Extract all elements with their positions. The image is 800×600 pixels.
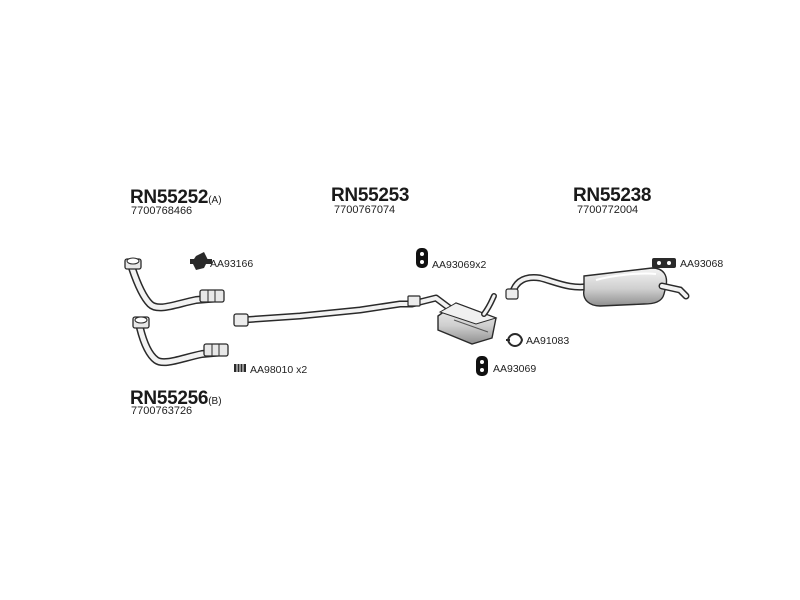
label-aa93069: AA93069 (493, 363, 537, 375)
label-aa98010: AA98010 x2 (250, 364, 308, 376)
clamp-front-icon (234, 364, 246, 372)
variant-label: (A) (208, 195, 222, 206)
middle-section-drawing (233, 293, 498, 345)
gasket-ring-icon (506, 333, 524, 347)
rear-mount-icon (652, 258, 676, 268)
part-number-rn55256: RN55256(B) (130, 389, 222, 408)
label-aa91083: AA91083 (526, 335, 570, 347)
oem-number-7700763726: 7700763726 (131, 405, 193, 417)
rear-silencer-drawing (505, 267, 690, 307)
part-number-text: RN55252 (130, 187, 209, 208)
part-number-text: RN55256 (130, 388, 209, 409)
rubber-hanger-pair-icon (416, 248, 428, 268)
oem-number-7700768466: 7700768466 (131, 205, 193, 217)
variant-label: (B) (208, 396, 222, 407)
oem-number-7700767074: 7700767074 (334, 204, 396, 216)
label-aa93166: AA93166 (210, 258, 254, 270)
front-pipe-a-drawing (124, 257, 225, 312)
part-number-rn55253: RN55253 (331, 185, 410, 206)
rubber-hanger-single-icon (476, 356, 488, 376)
label-aa93069x2: AA93069x2 (432, 259, 487, 271)
front-pipe-b-drawing (132, 316, 229, 367)
part-number-rn55252: RN55252(A) (130, 188, 222, 207)
label-aa93068: AA93068 (680, 258, 724, 270)
part-number-rn55238: RN55238 (573, 185, 652, 206)
oem-number-7700772004: 7700772004 (577, 204, 639, 216)
mount-front-icon (190, 252, 212, 270)
